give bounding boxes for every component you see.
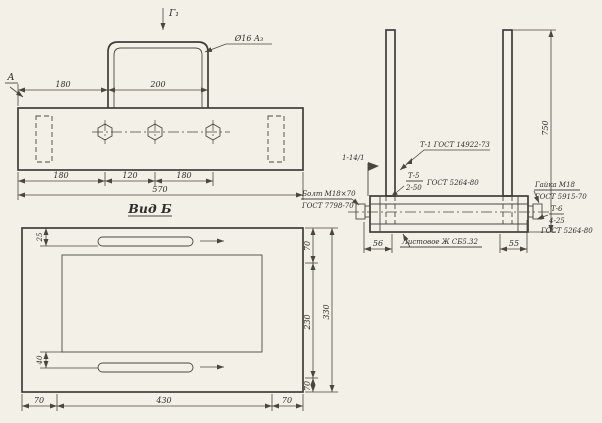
side-view: 750 56 55 Т-1 ГОСТ 14922-73 Т-5 2-50 ГОС…: [301, 29, 593, 253]
dim-180-br: 180: [176, 171, 191, 180]
handle-leg-left: [385, 29, 396, 197]
dim-750: 750: [541, 120, 550, 135]
dim-55: 55: [509, 239, 519, 248]
part-label: Листовое Ж СБ5.32: [401, 238, 479, 246]
height-dimension: 750: [513, 29, 556, 233]
handle-diameter-callout: Ø16 А₃: [204, 34, 272, 53]
weld-callout-1: Т-1 ГОСТ 14922-73: [399, 141, 490, 171]
dim-70-right-top: 70: [303, 241, 312, 251]
front-bottom-dimensions: 180 120 180 570: [17, 171, 304, 200]
view-direction-marker: А: [5, 72, 24, 98]
plan-view: Вид Б 25 40 70 230 70: [21, 201, 338, 411]
plate-outline: [17, 107, 304, 171]
cut-plane-label: Г₁: [168, 8, 179, 19]
nut-callout: Гайка М18 ГОСТ 5915-70: [533, 181, 587, 204]
slot-top: [97, 236, 194, 247]
cut-plane-arrow: Г₁: [160, 8, 179, 30]
dim-230-right: 230: [303, 314, 312, 330]
dim-570-total: 570: [152, 185, 167, 194]
dim-56: 56: [373, 239, 383, 248]
flag-callout: 1-14/1: [342, 154, 379, 196]
hidden-detail-right: [267, 115, 285, 163]
weld-2-gost: ГОСТ 5264-80: [426, 179, 479, 187]
dim-70-bottom-right: 70: [282, 396, 292, 405]
front-view: Г₁ Ø16 А₃ А 180 200 180: [5, 8, 304, 200]
dim-200-handle: 200: [149, 80, 165, 89]
slot-bottom: [97, 362, 194, 373]
dim-70-bottom-left: 70: [34, 396, 44, 405]
hidden-detail-left: [35, 115, 53, 163]
handle-inner-outline: [113, 47, 203, 108]
weld-callout-3: Т-6 4-25 ГОСТ 5264-80: [536, 205, 593, 235]
weld-callout-2: Т-5 2-50 ГОСТ 5264-80: [390, 172, 479, 198]
nut-label-line1: Гайка М18: [534, 181, 576, 189]
bolt-hole-1: [97, 120, 113, 144]
bolt-hole-3: [205, 120, 221, 144]
dim-430-bottom: 430: [155, 396, 171, 405]
flag-icon: [368, 162, 379, 171]
bolt-callout: Болт М18×70 ГОСТ 7798-70: [301, 190, 360, 210]
view-marker-label: А: [6, 72, 14, 83]
weld-1-label: Т-1 ГОСТ 14922-73: [420, 141, 490, 149]
channel-outline: [369, 195, 529, 233]
plan-view-title: Вид Б: [127, 201, 172, 216]
bolt-left: [355, 203, 371, 220]
dim-55-group: 55: [499, 220, 528, 253]
dim-40-left: 40: [36, 355, 44, 365]
dim-180-bl: 180: [53, 171, 68, 180]
plan-left-dimensions: 25 40: [36, 228, 98, 369]
bolt-label-line2: ГОСТ 7798-70: [301, 202, 354, 210]
bolt-label-line1: Болт М18×70: [301, 190, 356, 198]
front-top-dimensions: 180 200: [17, 80, 208, 106]
dim-56-group: 56: [363, 222, 393, 253]
weld-2-size: 2-50: [405, 184, 422, 192]
plan-opening-outline: [61, 254, 263, 353]
plan-outer-outline: [21, 227, 304, 393]
handle-leg-right: [502, 29, 513, 197]
weld-3-num: Т-6: [551, 205, 563, 213]
dim-120-b: 120: [122, 171, 137, 180]
weld-flag-icon: [406, 158, 412, 164]
weld-3-gost: ГОСТ 5264-80: [540, 227, 593, 235]
nut-label-line2: ГОСТ 5915-70: [534, 193, 587, 201]
nut-right: [527, 203, 543, 220]
handle-outer-outline: [107, 41, 209, 108]
part-label-callout: Листовое Ж СБ5.32: [400, 233, 482, 248]
bolt-hole-2: [147, 120, 163, 144]
plan-right-dimensions: 70 230 70 330: [303, 227, 338, 393]
weld-3-size: 4-25: [548, 217, 565, 225]
flag-label: 1-14/1: [342, 154, 365, 162]
plan-bottom-dimensions: 70 430 70: [21, 394, 304, 411]
weld-2-num: Т-5: [408, 172, 420, 180]
dim-330-total: 330: [322, 304, 331, 319]
dim-180-top: 180: [55, 80, 70, 89]
dim-25-left: 25: [36, 232, 44, 242]
dim-70-right-bottom: 70: [303, 381, 312, 391]
handle-diameter-label: Ø16 А₃: [234, 34, 264, 43]
